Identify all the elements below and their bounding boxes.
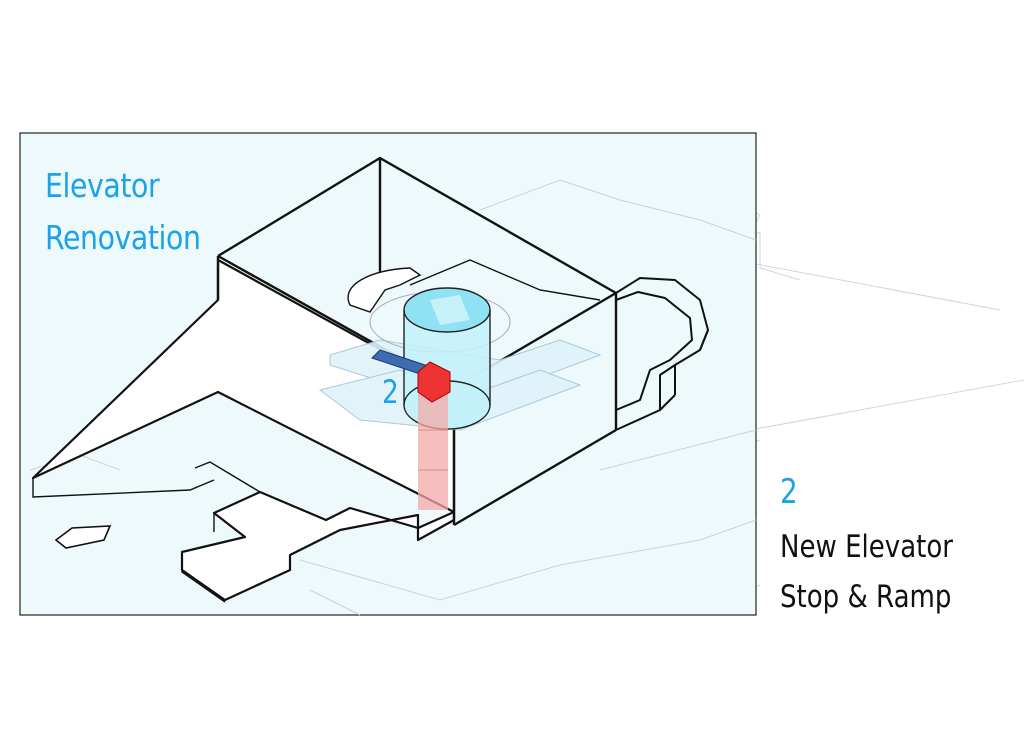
- legend-line-1: New Elevator: [780, 529, 954, 565]
- annex: [615, 277, 709, 431]
- slab-edges: [32, 461, 261, 603]
- title-line-2: Renovation: [45, 218, 201, 257]
- legend-number: 2: [780, 472, 798, 512]
- legend-line-2: Stop & Ramp: [780, 579, 952, 615]
- inner-plan: [347, 259, 601, 313]
- diagram-title: Elevator Renovation: [45, 160, 201, 264]
- new-stop-shaft: [417, 361, 451, 510]
- callout-marker: 2: [382, 373, 399, 411]
- title-line-1: Elevator: [45, 166, 160, 205]
- legend-description: New Elevator Stop & Ramp: [780, 522, 965, 622]
- site-fragment: [54, 525, 112, 549]
